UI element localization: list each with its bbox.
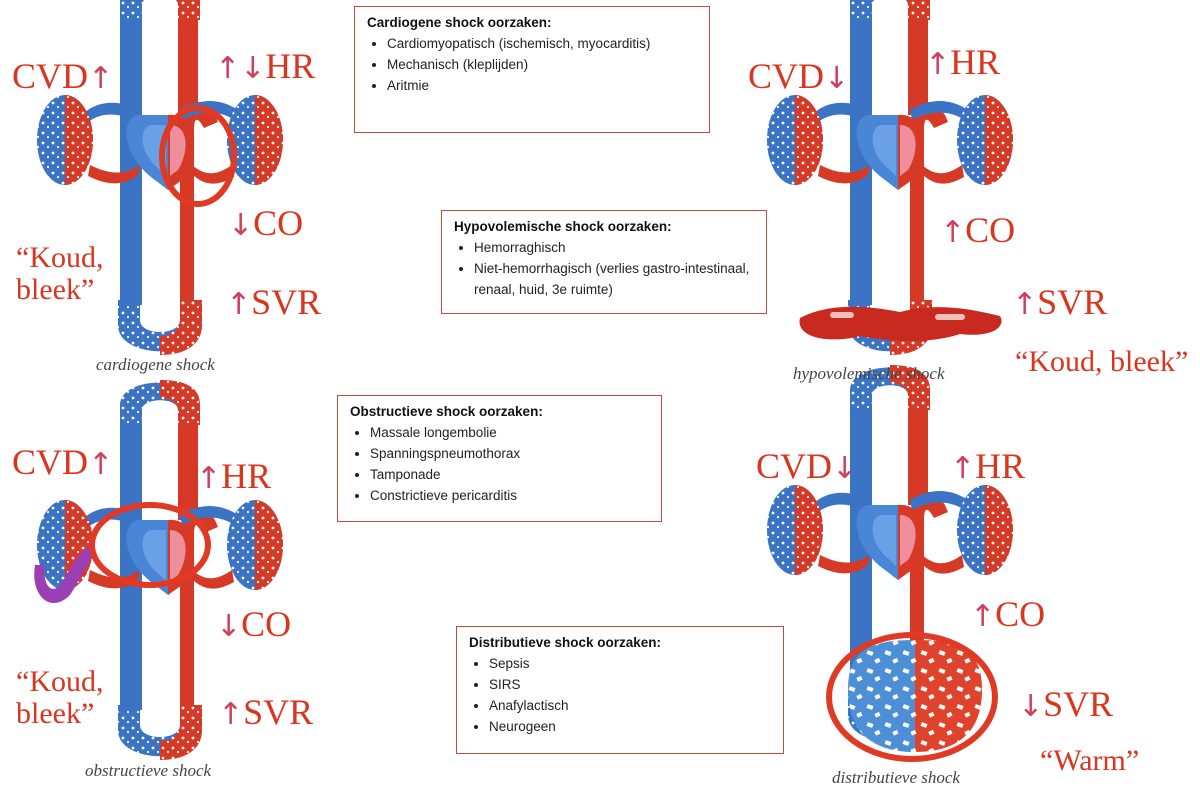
obstructive-co-label: ↓CO xyxy=(216,604,292,644)
cardiogenic-svr-label: ↑SVR xyxy=(226,282,322,322)
hypovolemic-cvd-arrow-icon: ↓ xyxy=(824,61,850,96)
cardiogenic-co-arrow-icon: ↓ xyxy=(228,208,254,243)
distributive-quote: “Warm” xyxy=(1040,744,1140,777)
cardiogenic-cvd-arrow-icon: ↑ xyxy=(88,61,114,96)
hypovolemic-cvd-label: CVD↓ xyxy=(748,56,850,96)
distributive-co-arrow-icon: ↑ xyxy=(970,599,996,634)
list-item: Mechanisch (kleplijden) xyxy=(387,55,697,76)
obstructive-quote: “Koud, bleek” xyxy=(16,665,104,730)
hypovolemic-co-label: ↑CO xyxy=(940,210,1016,250)
obstructive-causes-box: Obstructieve shock oorzaken: Massale lon… xyxy=(337,395,662,522)
cardiogenic-svr-arrow-icon: ↑ xyxy=(226,287,252,322)
obstructive-svr-arrow-icon: ↑ xyxy=(218,697,244,732)
cardiogenic-quote: “Koud, bleek” xyxy=(16,241,104,306)
list-item: Hemorraghisch xyxy=(474,238,754,259)
list-item: Massale longembolie xyxy=(370,423,649,444)
obstructive-hr-label: ↑HR xyxy=(196,456,272,496)
distributive-hr-arrow-icon: ↑ xyxy=(950,451,976,486)
cardiogenic-hr-arrow-icon: ↑↓ xyxy=(215,51,266,86)
obstructive-causes-title: Obstructieve shock oorzaken: xyxy=(350,404,543,419)
distributive-causes-title: Distributieve shock oorzaken: xyxy=(469,635,662,650)
cardiogenic-causes-title: Cardiogene shock oorzaken: xyxy=(367,15,552,30)
distributive-svr-label: ↓SVR xyxy=(1018,684,1114,724)
hypovolemic-causes-list: Hemorraghisch Niet-hemorrhagisch (verlie… xyxy=(454,238,754,301)
distributive-hr-label: ↑HR xyxy=(950,446,1026,486)
list-item: Aritmie xyxy=(387,76,697,97)
hypovolemic-quote: “Koud, bleek” xyxy=(1015,345,1189,378)
cardiogenic-causes-list: Cardiomyopatisch (ischemisch, myocarditi… xyxy=(367,34,697,97)
cardiogenic-caption: cardiogene shock xyxy=(96,355,215,374)
list-item: Constrictieve pericarditis xyxy=(370,486,649,507)
hypovolemic-svr-arrow-icon: ↑ xyxy=(1012,287,1038,322)
hypovolemic-hr-arrow-icon: ↑ xyxy=(925,47,951,82)
list-item: Anafylactisch xyxy=(489,696,771,717)
distributive-svr-arrow-icon: ↓ xyxy=(1018,689,1044,724)
hypovolemic-causes-box: Hypovolemische shock oorzaken: Hemorragh… xyxy=(441,210,767,314)
cardiogenic-cvd-label: CVD↑ xyxy=(12,56,114,96)
obstructive-cvd-arrow-icon: ↑ xyxy=(88,447,114,482)
list-item: Tamponade xyxy=(370,465,649,486)
list-item: Niet-hemorrhagisch (verlies gastro-intes… xyxy=(474,259,754,301)
distributive-cvd-arrow-icon: ↓ xyxy=(832,451,858,486)
obstructive-causes-list: Massale longembolie Spanningspneumothora… xyxy=(350,423,649,507)
hypovolemic-caption: hypovolemische shock xyxy=(793,364,945,383)
hypovolemic-causes-title: Hypovolemische shock oorzaken: xyxy=(454,219,672,234)
hypovolemic-co-arrow-icon: ↑ xyxy=(940,215,966,250)
list-item: SIRS xyxy=(489,675,771,696)
list-item: Sepsis xyxy=(489,654,771,675)
distributive-co-label: ↑CO xyxy=(970,594,1046,634)
obstructive-svr-label: ↑SVR xyxy=(218,692,314,732)
distributive-cvd-label: CVD↓ xyxy=(756,446,858,486)
obstructive-hr-arrow-icon: ↑ xyxy=(196,461,222,496)
list-item: Neurogeen xyxy=(489,717,771,738)
obstructive-cvd-label: CVD↑ xyxy=(12,442,114,482)
list-item: Spanningspneumothorax xyxy=(370,444,649,465)
list-item: Cardiomyopatisch (ischemisch, myocarditi… xyxy=(387,34,697,55)
distributive-caption: distributieve shock xyxy=(832,768,960,787)
hypovolemic-svr-label: ↑SVR xyxy=(1012,282,1108,322)
hypovolemic-hr-label: ↑HR xyxy=(925,42,1001,82)
obstructive-co-arrow-icon: ↓ xyxy=(216,609,242,644)
cardiogenic-hr-label: ↑↓HR xyxy=(215,46,316,86)
distributive-causes-box: Distributieve shock oorzaken: Sepsis SIR… xyxy=(456,626,784,754)
distributive-causes-list: Sepsis SIRS Anafylactisch Neurogeen xyxy=(469,654,771,738)
cardiogenic-causes-box: Cardiogene shock oorzaken: Cardiomyopati… xyxy=(354,6,710,133)
cardiogenic-co-label: ↓CO xyxy=(228,203,304,243)
obstructive-caption: obstructieve shock xyxy=(85,761,212,780)
